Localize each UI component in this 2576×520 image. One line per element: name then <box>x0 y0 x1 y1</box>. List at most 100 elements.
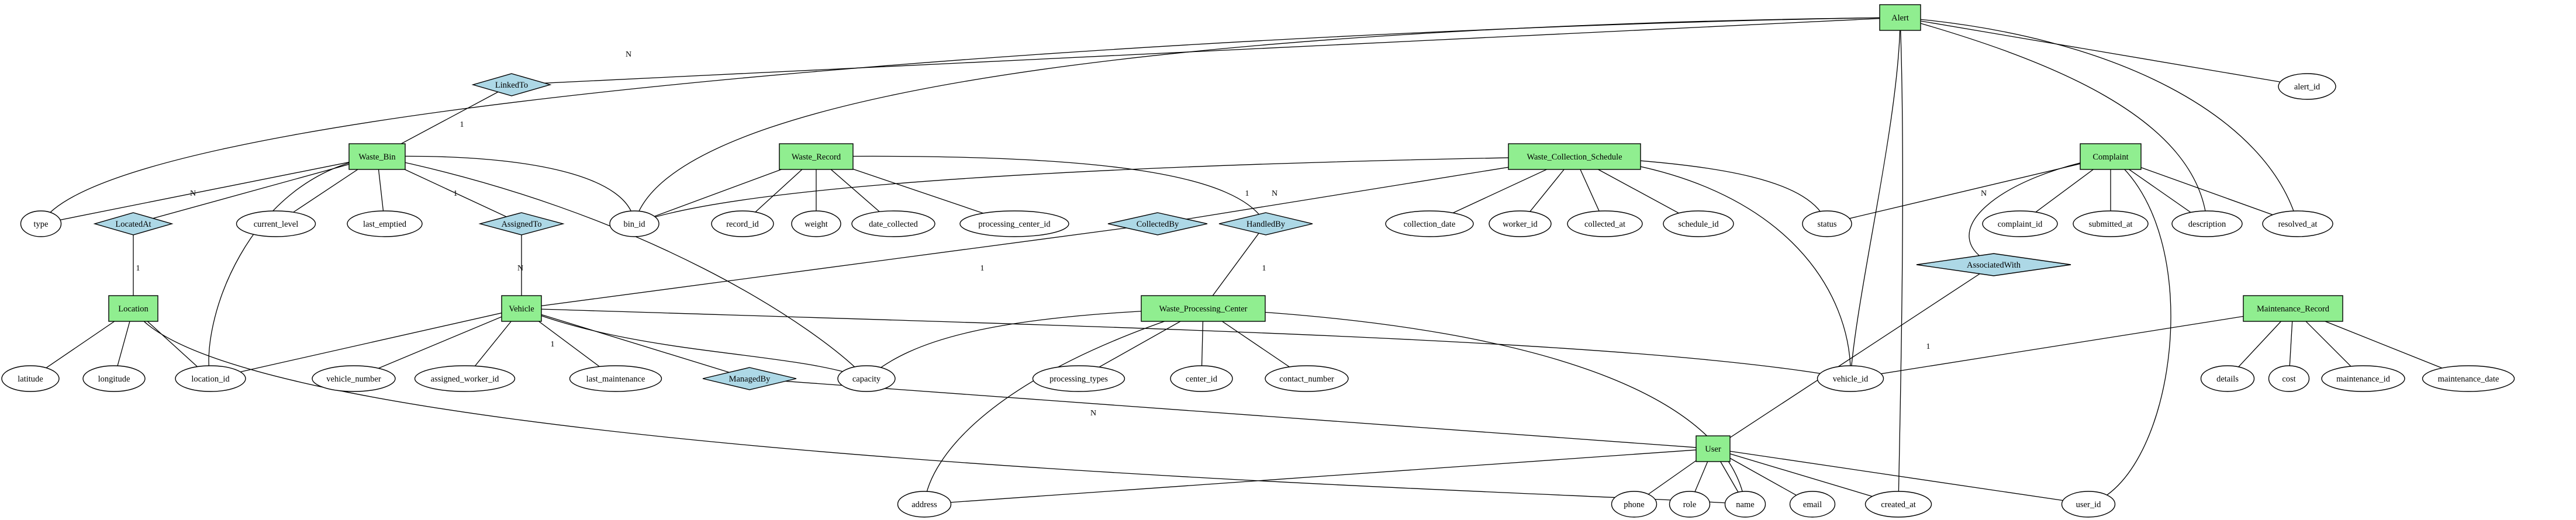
entity-waste_collection_schedule[interactable]: Waste_Collection_Schedule <box>1508 143 1641 170</box>
attribute-ellipse <box>851 210 935 237</box>
attribute-type[interactable]: type <box>20 210 62 237</box>
attribute-label: submitted_at <box>2089 220 2133 229</box>
attribute-label: processing_types <box>1049 375 1108 384</box>
attribute-processing_types[interactable]: processing_types <box>1032 365 1125 392</box>
relationship-collectedby[interactable]: CollectedBy <box>1107 212 1208 235</box>
relationship-diamond <box>1916 253 2071 276</box>
attribute-label: last_maintenance <box>586 375 645 384</box>
attribute-last_maintenance[interactable]: last_maintenance <box>569 365 662 392</box>
attribute-latitude[interactable]: latitude <box>1 365 60 392</box>
attribute-label: maintenance_id <box>2336 375 2391 384</box>
entity-location[interactable]: Location <box>108 295 158 322</box>
edge-complaint-resolved_at <box>2110 156 2298 224</box>
attribute-ellipse <box>1802 210 1852 237</box>
relationship-label: LocatedAt <box>115 220 151 229</box>
attribute-collected_at[interactable]: collected_at <box>1567 210 1643 237</box>
attribute-longitude[interactable]: longitude <box>82 365 146 392</box>
attribute-role[interactable]: role <box>1669 491 1711 518</box>
attribute-label: email <box>1803 500 1822 509</box>
attribute-alert_id[interactable]: alert_id <box>2278 73 2336 100</box>
attribute-schedule_id[interactable]: schedule_id <box>1663 210 1734 237</box>
entity-waste_bin[interactable]: Waste_Bin <box>348 143 406 170</box>
attribute-complaint_id[interactable]: complaint_id <box>1982 210 2058 237</box>
attribute-maintenance_date[interactable]: maintenance_date <box>2422 365 2515 392</box>
entity-waste_processing_center[interactable]: Waste_Processing_Center <box>1141 295 1266 322</box>
cardinality-c_assoc_user: 1 <box>1926 342 1931 351</box>
attribute-date_collected[interactable]: date_collected <box>851 210 935 237</box>
attribute-ellipse <box>1817 365 1884 392</box>
attribute-phone[interactable]: phone <box>1611 491 1658 518</box>
attribute-ellipse <box>791 210 841 237</box>
relationship-assignedto[interactable]: AssignedTo <box>478 212 565 235</box>
attribute-vehicle_number[interactable]: vehicle_number <box>312 365 396 392</box>
attribute-processing_center_id[interactable]: processing_center_id <box>959 210 1069 237</box>
entity-maintenance_record[interactable]: Maintenance_Record <box>2243 295 2343 322</box>
attribute-ellipse <box>1669 491 1711 518</box>
attribute-label: worker_id <box>1503 220 1538 229</box>
relationship-associatedwith[interactable]: AssociatedWith <box>1916 253 2071 276</box>
entity-user[interactable]: User <box>1696 435 1731 462</box>
entity-label: Complaint <box>2092 152 2128 162</box>
attribute-vehicle_id[interactable]: vehicle_id <box>1817 365 1884 392</box>
entity-complaint[interactable]: Complaint <box>2080 143 2142 170</box>
edge-complaint-user_id <box>2088 156 2171 505</box>
attribute-label: role <box>1683 500 1697 509</box>
attribute-collection_date[interactable]: collection_date <box>1385 210 1474 237</box>
attribute-details[interactable]: details <box>2200 365 2255 392</box>
attribute-record_id[interactable]: record_id <box>711 210 774 237</box>
relationship-linkedto[interactable]: LinkedTo <box>471 73 552 96</box>
edge-associatedwith-user <box>1712 264 1994 449</box>
edge-waste_processing_center-name <box>1203 308 1746 505</box>
attribute-address[interactable]: address <box>897 491 952 518</box>
edge-alert-bin_id <box>634 17 1901 224</box>
edge-waste_record-handledby <box>816 155 1266 224</box>
attribute-email[interactable]: email <box>1789 491 1836 518</box>
attribute-label: address <box>911 500 937 509</box>
attribute-location_id[interactable]: location_id <box>175 365 246 392</box>
attribute-contact_number[interactable]: contact_number <box>1265 365 1349 392</box>
attribute-bin_id[interactable]: bin_id <box>609 210 659 237</box>
relationship-locatedat[interactable]: LocatedAt <box>93 212 174 235</box>
attribute-status[interactable]: status <box>1802 210 1852 237</box>
relationship-diamond <box>478 212 565 235</box>
relationship-handledby[interactable]: HandledBy <box>1218 212 1313 235</box>
attribute-weight[interactable]: weight <box>791 210 841 237</box>
edge-waste_bin-capacity <box>377 156 867 379</box>
attribute-cost[interactable]: cost <box>2268 365 2310 392</box>
attribute-description[interactable]: description <box>2171 210 2243 237</box>
attribute-created_at[interactable]: created_at <box>1864 491 1932 518</box>
entity-alert[interactable]: Alert <box>1879 4 1921 31</box>
edge-waste_processing_center-capacity <box>866 308 1204 379</box>
edge-alert-alert_id <box>1900 17 2308 87</box>
attribute-maintenance_id[interactable]: maintenance_id <box>2321 365 2405 392</box>
attribute-user_id[interactable]: user_id <box>2061 491 2116 518</box>
relationship-label: HandledBy <box>1246 220 1286 229</box>
entity-waste_record[interactable]: Waste_Record <box>779 143 854 170</box>
attribute-last_emptied[interactable]: last_emptied <box>347 210 423 237</box>
edge-waste_collection_schedule-bin_id <box>634 156 1575 224</box>
attribute-submitted_at[interactable]: submitted_at <box>2073 210 2149 237</box>
edge-alert-created_at <box>1898 17 1903 505</box>
attribute-resolved_at[interactable]: resolved_at <box>2262 210 2333 237</box>
entity-label: Alert <box>1891 13 1909 23</box>
edge-user-user_id <box>1712 448 2089 505</box>
edge-vehicle-capacity <box>521 308 867 379</box>
relationship-managedby[interactable]: ManagedBy <box>702 367 797 390</box>
attribute-worker_id[interactable]: worker_id <box>1489 210 1552 237</box>
attribute-label: latitude <box>18 375 43 384</box>
attribute-ellipse <box>82 365 146 392</box>
edge-maintenance_record-vehicle_id <box>1850 308 2294 379</box>
attribute-label: user_id <box>2076 500 2101 509</box>
attribute-label: contact_number <box>1279 375 1334 384</box>
attribute-current_level[interactable]: current_level <box>236 210 316 237</box>
attribute-assigned_worker_id[interactable]: assigned_worker_id <box>414 365 516 392</box>
cardinality-c_comp_assoc: N <box>1981 189 1987 198</box>
attribute-capacity[interactable]: capacity <box>837 365 896 392</box>
attribute-name[interactable]: name <box>1724 491 1766 518</box>
entity-vehicle[interactable]: Vehicle <box>501 295 542 322</box>
edge-waste_processing_center-address <box>924 308 1204 505</box>
attribute-ellipse <box>2278 73 2336 100</box>
entity-label: Waste_Processing_Center <box>1159 304 1247 314</box>
edge-alert-vehicle_id <box>1850 17 1901 379</box>
attribute-center_id[interactable]: center_id <box>1170 365 1233 392</box>
